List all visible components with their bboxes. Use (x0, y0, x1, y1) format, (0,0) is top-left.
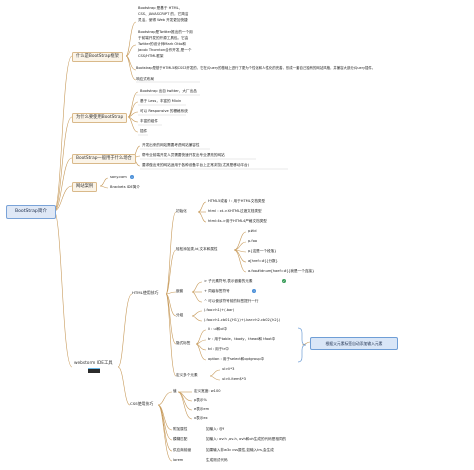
why-item-3: 可以 Responsive 的栅格系统 (140, 109, 188, 113)
css-value-sub-2: p表示% (194, 398, 207, 402)
usage-item-2: 帮专业前端开发人员需要快速开发出专业漂亮的网站 (142, 153, 225, 157)
link-icon: • (130, 175, 134, 179)
multi-item-1: ul>li*3 (222, 367, 235, 371)
branch-why[interactable]: 为什么要使用BootStrap (72, 113, 128, 123)
css-lorem-sub: 生成测试代码 (206, 458, 228, 462)
group-label[interactable]: 分组 (176, 313, 184, 317)
webstorm-logo-icon (88, 368, 100, 373)
implicit-note[interactable]: 根据父元素标签自动添加输入元素 (310, 337, 398, 350)
css-fuzzy-sub: 如输入: ov:h ,ov-h, ovh和oh生成的代码是相同的 (206, 437, 287, 441)
what-text-2: CSS、JAVASCRIPT 的，它简洁 (138, 12, 189, 16)
css-attr-sub: 如输入: @f (206, 427, 224, 431)
idclass-item-2: p.foo (248, 239, 258, 243)
css-tips-label[interactable]: CSS使用技巧 (130, 401, 154, 406)
init-item-3: html:4s->用于HTML4严格文档类型 (208, 219, 267, 223)
css-fuzzy-label[interactable]: 模糊匹配 (173, 437, 188, 441)
case-sony[interactable]: sony.com (110, 175, 127, 179)
multi-item-2: ul>li.item$*3 (222, 377, 246, 381)
nest-label[interactable]: 嵌套 (176, 289, 184, 293)
css-vendor-label[interactable]: 供应商前缀 (173, 448, 191, 452)
info-icon: i (252, 289, 256, 293)
group-item-1: (.foo>h1)+(.bar) (204, 308, 235, 312)
html-tips-label[interactable]: HTML使用技巧 (132, 290, 159, 295)
implicit-item-3: td : 用于tr中 (208, 347, 229, 351)
css-value-sub-3: e表示em (194, 407, 210, 411)
why-item-2: 基于 Less，丰富的 Mixin (140, 99, 182, 103)
implicit-item-1: li : ul和ol中 (208, 327, 228, 331)
what-text-9: Bootstrap是基于HTML5和CSS3开发的，它在jQuery的基础上进行… (136, 66, 376, 70)
css-vendor-sub: 如果输入非w3c css属性,如输入trs,会生成 (206, 448, 274, 452)
implicit-item-2: tr : 用于table，tbody，thead和 tfoot中 (208, 337, 276, 341)
css-value-sub-1: 定义宽度: w100 (194, 389, 221, 393)
what-text-4: Bootstrap是Twitter推出的一个用 (138, 30, 193, 34)
branch-cases[interactable]: 网站案例 (72, 182, 98, 192)
what-text-7: Jacob Thornton合作开发,是一个 (138, 48, 192, 52)
branch-usage[interactable]: BootStrap一般用于什么场合 (72, 154, 136, 164)
nest-item-3: ^ 可以使该符号前的标签提升一行 (204, 299, 259, 303)
usage-item-3: 要求做出来的网站适用于各种设备平台上正常浏览(尤其是移动平台) (142, 163, 250, 167)
multi-label[interactable]: 定义多个元素 (176, 373, 198, 377)
what-text-1: Bootstrap 是基于 HTML、 (138, 6, 183, 10)
css-lorem-label[interactable]: lorem (173, 458, 184, 462)
case-brackets[interactable]: Brackets IDE简介 (110, 185, 140, 189)
check-icon: ✓ (282, 279, 286, 283)
why-item-1: Bootstrap 出自 twitter，大厂出品 (140, 89, 197, 93)
css-value-label[interactable]: 值 (173, 389, 177, 393)
nest-item-2: + 同级标签符号 (204, 289, 230, 293)
what-text-10: 响应式布局 (136, 77, 154, 81)
idclass-item-1: p#id (248, 229, 257, 233)
nest-item-1: > 子元素符号,表示嵌套的元素 (204, 279, 253, 283)
what-text-8: CSS/HTML框架 (138, 54, 164, 58)
idclass-item-5: a.foo#idnum[haef=#]{我是一个连接} (248, 269, 315, 273)
init-label[interactable]: 初始化 (176, 209, 187, 213)
why-item-5: 插件 (140, 129, 148, 133)
what-text-6: Twitter的设计师Mark Otto和 (138, 42, 186, 46)
implicit-item-4: option : 用于select和optgroup中 (208, 357, 265, 361)
idclass-item-3: p{这是一个段落} (248, 249, 277, 253)
why-item-4: 丰富的组件 (140, 119, 158, 123)
implicit-label[interactable]: 隐式标签 (176, 341, 191, 345)
idclass-label[interactable]: 轻松添加类,id,文本和属性 (176, 247, 218, 251)
what-text-3: 灵活，使得 Web 开发更加快捷 (138, 18, 188, 22)
branch-what[interactable]: 什么是BootStrap框架 (72, 52, 123, 62)
idclass-item-4: a[href=#]{分数} (248, 259, 278, 263)
init-item-1: HTML5或者 ! : 用于HTML文档类型 (208, 199, 266, 203)
group-item-2: (.foo>h1.cb01{H1})+(.bar>h2.cb02{h2}) (204, 318, 281, 322)
root-node[interactable]: BootStrap简介 (6, 205, 56, 219)
init-item-2: html : xt->XHTML过渡文档类型 (208, 209, 262, 213)
what-text-5: 于前端开发的开源工具包。它由 (138, 36, 189, 40)
usage-item-1: 开发出来的网站需要考虑网站兼容性 (142, 143, 200, 147)
branch-webstorm[interactable]: webstorm IDE工具 (74, 361, 113, 366)
css-attr-label[interactable]: 附加属性 (173, 427, 188, 431)
css-value-sub-4: x表示ex (194, 416, 208, 420)
